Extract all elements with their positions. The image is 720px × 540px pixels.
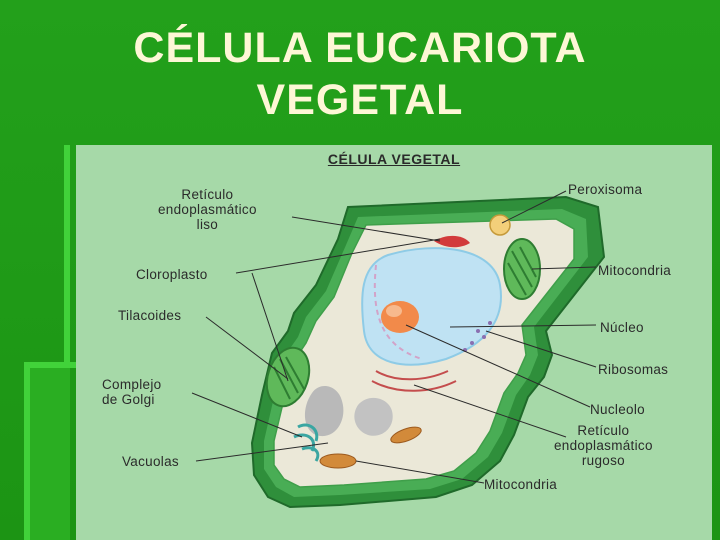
decorative-bar-horizontal — [24, 362, 76, 368]
label-rough-er: Retículo endoplasmático rugoso — [554, 423, 653, 468]
label-golgi-line-1: Complejo — [102, 377, 162, 392]
thylakoid-lines-right — [507, 246, 537, 296]
mitochondrion-lower — [390, 426, 422, 444]
smooth-er — [434, 235, 470, 248]
golgi — [293, 423, 320, 462]
label-mitochondria-right: Mitocondria — [598, 263, 672, 278]
label-nucleus: Núcleo — [600, 320, 644, 335]
label-nucleolus: Nucleolo — [590, 402, 645, 417]
small-vacuole-2 — [354, 397, 393, 436]
plant-cell-diagram: CÉLULA VEGETAL Retículo endoplasmático l… — [76, 145, 712, 540]
label-golgi-line-2: de Golgi — [102, 392, 155, 407]
small-vacuole-1 — [304, 386, 344, 437]
chloroplast-left — [265, 346, 311, 408]
nucleolus-highlight — [386, 305, 402, 317]
label-smooth-er-line-1: Retículo — [181, 187, 234, 202]
label-ribosomes: Ribosomas — [598, 362, 669, 377]
label-smooth-er: Retículo endoplasmático liso — [158, 187, 257, 232]
label-vacuoles: Vacuolas — [122, 454, 179, 469]
decorative-bar-left — [64, 145, 70, 540]
label-rough-er-line-2: endoplasmático — [554, 438, 653, 453]
label-rough-er-line-3: rugoso — [581, 453, 625, 468]
leader-lines — [191, 190, 597, 484]
label-golgi: Complejo de Golgi — [102, 377, 161, 407]
decorative-bar-outer — [24, 362, 30, 540]
rough-er — [371, 370, 457, 392]
label-peroxisome: Peroxisoma — [568, 182, 643, 197]
diagram-title: CÉLULA VEGETAL — [327, 151, 461, 167]
title-line-2: VEGETAL — [256, 76, 464, 124]
label-thylakoids: Tilacoides — [118, 308, 182, 323]
label-smooth-er-line-2: endoplasmático — [158, 202, 257, 217]
slide-title: CÉLULA EUCARIOTA VEGETAL — [0, 22, 720, 126]
vacuole — [361, 247, 502, 366]
nuclear-envelope — [373, 264, 423, 360]
peroxisome — [489, 214, 511, 236]
label-rough-er-line-1: Retículo — [577, 423, 630, 438]
label-mitochondria-bottom: Mitocondria — [484, 477, 558, 492]
plant-cell-illustration — [191, 190, 606, 509]
decorative-block — [30, 368, 70, 540]
mitochondrion-bottom — [319, 453, 357, 469]
label-smooth-er-line-3: liso — [196, 217, 219, 232]
label-chloroplast: Cloroplasto — [136, 267, 208, 282]
title-line-1: CÉLULA EUCARIOTA — [133, 24, 587, 72]
